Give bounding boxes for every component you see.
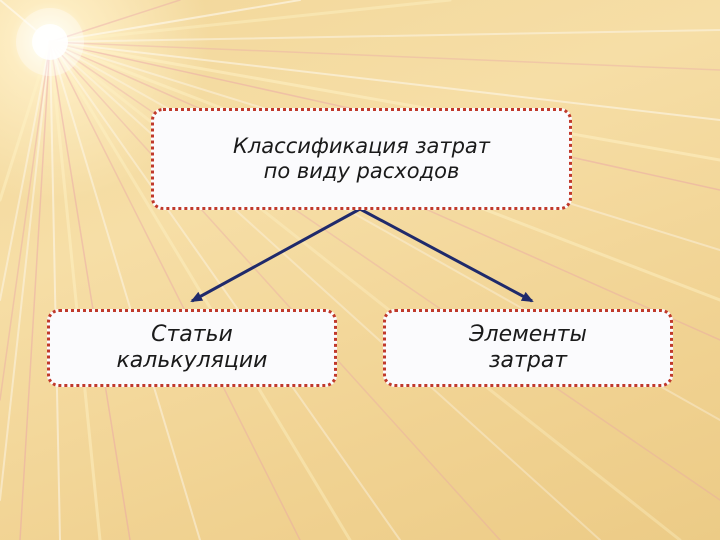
connector-left-arrow [190, 207, 361, 303]
child-node-label: Статьи калькуляции [116, 321, 268, 373]
child-node-label: Элементы затрат [469, 321, 587, 373]
child-node-calculation-items: Статьи калькуляции [47, 309, 337, 387]
child-node-cost-elements: Элементы затрат [383, 309, 673, 387]
root-node-label: Классификация затрат по виду расходов [232, 133, 491, 183]
root-node: Классификация затрат по виду расходов [151, 108, 572, 210]
connector-right-arrow [359, 207, 534, 303]
